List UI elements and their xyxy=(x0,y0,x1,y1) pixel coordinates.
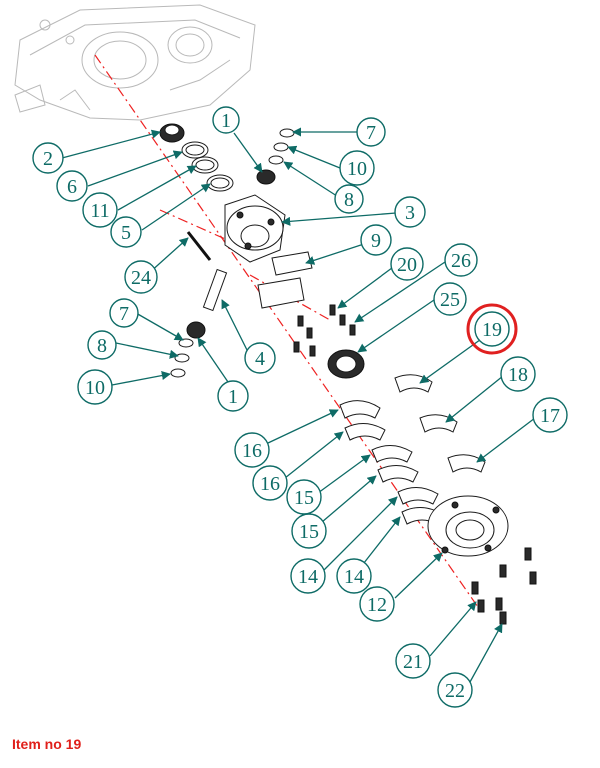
callout-3: 3 xyxy=(394,196,426,228)
callout-10-top: 10 xyxy=(339,150,375,186)
callout-1-bottom: 1 xyxy=(217,380,249,412)
svg-text:15: 15 xyxy=(299,521,319,543)
part-shaft-4 xyxy=(202,268,228,312)
callout-21: 21 xyxy=(395,643,431,679)
callout-16-upper: 16 xyxy=(234,432,270,468)
svg-text:8: 8 xyxy=(344,189,354,211)
center-axis-lines xyxy=(94,54,481,611)
part-bearing-25 xyxy=(327,349,365,379)
exploded-parts-diagram: 1 2 3 4 5 6 7 7 8 8 9 10 xyxy=(14,4,568,708)
svg-text:25: 25 xyxy=(440,289,460,311)
callout-1-top: 1 xyxy=(212,106,240,134)
part-bolts-21-22 xyxy=(471,547,537,625)
svg-text:10: 10 xyxy=(347,158,367,180)
svg-text:17: 17 xyxy=(540,405,560,427)
callout-24: 24 xyxy=(124,260,158,294)
callout-17: 17 xyxy=(532,397,568,433)
part-flange-12 xyxy=(427,495,509,557)
svg-text:22: 22 xyxy=(445,680,465,702)
svg-text:11: 11 xyxy=(90,200,109,222)
item-caption: Item no 19 xyxy=(12,736,81,752)
callout-5: 5 xyxy=(110,216,142,248)
svg-text:15: 15 xyxy=(294,487,314,509)
svg-text:5: 5 xyxy=(121,222,131,244)
callout-25: 25 xyxy=(433,282,467,316)
gearbox-housing-sketch xyxy=(14,4,256,121)
svg-text:3: 3 xyxy=(405,202,415,224)
svg-text:12: 12 xyxy=(367,594,387,616)
svg-text:26: 26 xyxy=(451,250,471,272)
svg-text:1: 1 xyxy=(221,110,231,132)
part-pinion-gear-2 xyxy=(159,123,185,143)
callout-18: 18 xyxy=(500,356,536,392)
callout-15-upper: 15 xyxy=(286,479,322,515)
callout-11: 11 xyxy=(82,192,118,228)
callout-15-lower: 15 xyxy=(291,513,327,549)
svg-text:20: 20 xyxy=(397,254,417,276)
svg-text:16: 16 xyxy=(242,440,262,462)
callout-7-top: 7 xyxy=(356,117,386,147)
svg-text:6: 6 xyxy=(67,176,77,198)
callout-19: 19 xyxy=(466,303,518,355)
callout-14-left: 14 xyxy=(290,558,326,594)
leader-lines xyxy=(61,127,536,683)
svg-text:4: 4 xyxy=(255,348,265,370)
part-pin-24 xyxy=(186,231,212,261)
svg-text:10: 10 xyxy=(85,377,105,399)
svg-text:24: 24 xyxy=(131,267,151,289)
callout-26: 26 xyxy=(444,243,478,277)
part-side-gear-1 xyxy=(170,321,206,378)
part-rings-6-11-5 xyxy=(181,141,234,192)
callout-12: 12 xyxy=(359,586,395,622)
callout-6: 6 xyxy=(56,170,88,202)
callout-22: 22 xyxy=(437,672,473,708)
part-differential-case-3 xyxy=(224,194,286,263)
svg-text:1: 1 xyxy=(228,386,238,408)
svg-text:2: 2 xyxy=(43,148,53,170)
callout-9: 9 xyxy=(360,224,392,256)
svg-text:9: 9 xyxy=(371,230,381,252)
callout-19-highlight-ring xyxy=(466,303,518,355)
callout-2: 2 xyxy=(32,142,64,174)
callout-10-left: 10 xyxy=(77,369,113,405)
callout-20: 20 xyxy=(390,247,424,281)
svg-text:18: 18 xyxy=(508,364,528,386)
callout-16-lower: 16 xyxy=(252,465,288,501)
svg-text:7: 7 xyxy=(366,122,376,144)
svg-text:16: 16 xyxy=(260,473,280,495)
callout-8-left: 8 xyxy=(87,330,117,360)
callout-4: 4 xyxy=(244,342,276,374)
svg-text:19: 19 xyxy=(482,319,502,341)
item-caption-label: Item no xyxy=(12,736,62,752)
svg-text:8: 8 xyxy=(97,335,107,357)
callout-7-left: 7 xyxy=(109,298,139,328)
part-bolts-20-26 xyxy=(293,304,356,357)
svg-text:14: 14 xyxy=(344,566,364,588)
svg-text:14: 14 xyxy=(298,566,318,588)
item-caption-number: 19 xyxy=(65,736,82,752)
part-washers-7-10-8 xyxy=(256,128,295,185)
part-gaskets-9 xyxy=(257,251,313,309)
callout-14-right: 14 xyxy=(336,558,372,594)
svg-text:7: 7 xyxy=(119,303,129,325)
callout-8-top: 8 xyxy=(334,184,364,214)
svg-text:21: 21 xyxy=(403,651,423,673)
